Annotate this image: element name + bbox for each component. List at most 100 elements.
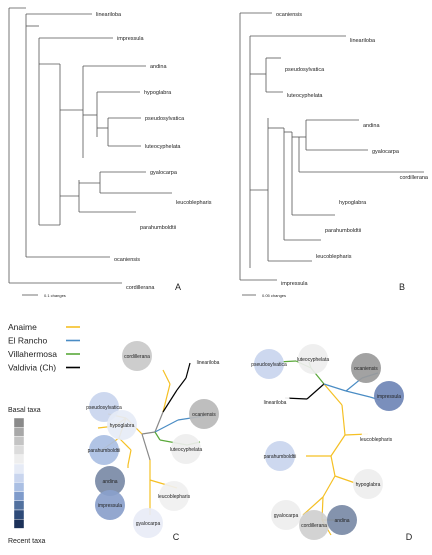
taxon-label-d: lineariloba [264, 400, 287, 406]
taxon-label-d: cordillerana [301, 523, 327, 529]
taxon-label-a: gyalocarpa [150, 170, 178, 176]
taxon-label-c: pseudosylvatica [86, 405, 122, 411]
taxon-label-d: hypoglabra [356, 482, 381, 488]
taxon-label-d: parahumboldtii [264, 454, 297, 460]
taxon-node-c [193, 347, 223, 377]
network-c-branch [154, 419, 179, 433]
taxon-label-a: hypoglabra [144, 90, 172, 96]
taxon-label-a: leucoblepharis [176, 200, 212, 206]
taxon-label-b: lineariloba [350, 38, 376, 44]
scale-label-b: 0.05 changes [262, 293, 286, 298]
taxon-node-c [122, 341, 152, 371]
network-c-branch [162, 389, 178, 413]
legend-label: Anaime [8, 322, 37, 332]
panel-letter-c: C [173, 532, 180, 542]
gradient-swatch [13, 417, 25, 428]
taxon-label-b: hypoglabra [339, 200, 367, 206]
gradient-top-label: Basal taxa [8, 407, 41, 414]
gradient-swatch [13, 454, 25, 465]
taxon-label-a: andina [150, 64, 167, 70]
gradient-swatch [13, 436, 25, 446]
taxon-node-d [351, 353, 381, 383]
taxon-label-c: luteocyphelata [170, 447, 202, 453]
taxon-node-c [159, 481, 189, 511]
network-d-branch [306, 383, 325, 400]
taxon-label-b: leucoblepharis [316, 254, 352, 260]
taxon-node-d [353, 469, 383, 499]
taxon-node-c [171, 434, 201, 464]
taxon-label-d: impressula [377, 394, 401, 400]
network-d-branch [330, 434, 346, 457]
panel-letter-a: A [175, 282, 181, 292]
taxon-label-a: parahumboldtii [140, 225, 176, 231]
scale-label-a: 0.1 changes [44, 293, 66, 298]
taxon-label-d: andina [334, 518, 349, 524]
taxon-label-b: andina [363, 123, 380, 129]
taxon-label-c: ocaniensis [192, 412, 216, 418]
taxon-label-c: parahumboldtii [88, 448, 121, 454]
network-d-branch [302, 496, 324, 516]
taxon-label-b: gyalocarpa [372, 149, 400, 155]
taxon-label-d: leucoblepharis [360, 437, 393, 443]
taxon-label-d: pseudosylvatica [251, 362, 287, 368]
panel-letter-d: D [406, 532, 413, 542]
taxon-label-d: luteocyphelata [297, 357, 329, 363]
gradient-swatch [13, 445, 25, 456]
taxon-node-d [361, 424, 391, 454]
taxon-label-c: cordillerana [124, 354, 150, 360]
taxon-node-d [271, 500, 301, 530]
taxon-node-d [298, 344, 328, 374]
taxon-node-d [374, 381, 404, 411]
taxon-label-c: hypoglabra [110, 423, 135, 429]
network-c-branch [154, 431, 161, 441]
taxon-node-d [265, 441, 295, 471]
taxon-label-b: pseudosylvatica [285, 67, 325, 73]
taxon-node-c [89, 435, 119, 465]
taxon-label-d: gyalocarpa [274, 513, 299, 519]
taxon-node-d [327, 505, 357, 535]
network-c-branch [154, 411, 164, 433]
taxon-label-a: lineariloba [96, 12, 122, 18]
taxon-node-d [254, 349, 284, 379]
legend-label: El Rancho [8, 336, 47, 346]
network-d-branch [322, 475, 336, 498]
taxon-node-c [107, 410, 137, 440]
gradient-bottom-label: Recent taxa [8, 538, 45, 545]
network-d-branch [323, 383, 343, 406]
network-d-branch [323, 383, 347, 392]
taxon-node-c [189, 399, 219, 429]
taxon-label-c: leucoblepharis [158, 494, 191, 500]
network-c-branch [162, 383, 171, 413]
taxon-label-c: lineariloba [197, 360, 220, 366]
legend-label: Villahermosa [8, 349, 57, 359]
gradient-swatch [13, 491, 25, 502]
network-c-branch [185, 362, 191, 379]
legend-label: Valdivia (Ch) [8, 363, 56, 373]
network-d-branch [345, 390, 371, 398]
taxon-node-d [299, 510, 329, 540]
taxon-label-a: ocaniensis [114, 257, 140, 263]
taxon-label-a: cordillerana [126, 285, 155, 291]
network-c-branch [162, 369, 171, 385]
network-c-branch [127, 449, 132, 466]
taxon-label-d: ocaniensis [354, 366, 378, 372]
taxon-label-c: impressula [98, 503, 122, 509]
gradient-swatch [13, 427, 25, 437]
gradient-swatch [13, 500, 25, 511]
taxon-label-c: gyalocarpa [136, 521, 161, 527]
network-c-branch [176, 377, 187, 391]
panel-letter-b: B [399, 282, 405, 292]
taxon-label-b: cordillerana [400, 175, 429, 181]
gradient-swatch [13, 473, 25, 483]
taxon-node-c [95, 466, 125, 496]
taxon-label-a: pseudosylvatica [145, 116, 185, 122]
gradient-swatch [13, 509, 25, 520]
network-c-branch [141, 431, 156, 435]
gradient-swatch [13, 463, 25, 474]
taxon-label-b: parahumboldtii [325, 228, 361, 234]
network-d-branch [341, 404, 346, 436]
taxon-label-a: luteocyphelata [145, 144, 181, 150]
taxon-label-b: impressula [281, 281, 309, 287]
taxon-label-a: impressula [117, 36, 145, 42]
